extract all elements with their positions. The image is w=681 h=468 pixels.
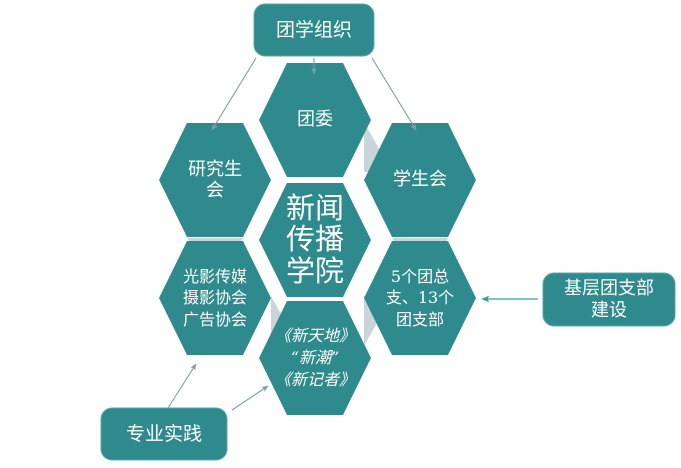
hexagon-tuanwei[interactable] <box>259 63 371 177</box>
hexagon-graduate-union[interactable] <box>159 123 271 237</box>
connector-arrows <box>167 57 538 411</box>
hexagon-center-college[interactable] <box>259 183 371 297</box>
arrow-top-to-student-union <box>371 57 417 131</box>
box-professional-practice[interactable] <box>100 407 228 461</box>
hexagon-shapes <box>159 63 476 415</box>
arrow-top-to-graduate-union <box>211 57 257 131</box>
box-top-organization[interactable] <box>253 3 375 57</box>
box-grassroots-branch[interactable] <box>542 272 676 327</box>
arrow-practice-to-publications <box>231 385 269 411</box>
arrow-practice-to-associations <box>167 363 197 409</box>
hexagon-branches[interactable] <box>364 241 476 355</box>
hexagon-publications[interactable] <box>259 301 371 415</box>
hexagon-associations[interactable] <box>159 241 271 355</box>
hexagon-student-union[interactable] <box>364 123 476 237</box>
callout-boxes <box>100 3 676 461</box>
